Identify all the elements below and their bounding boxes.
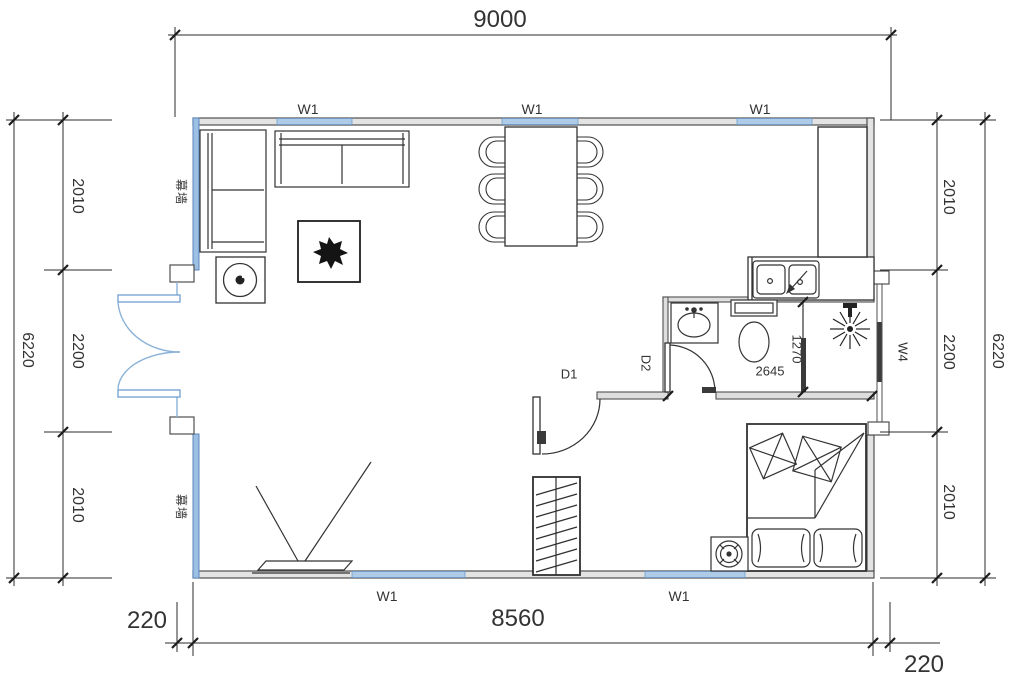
window-w1-strips: [276, 118, 813, 578]
entry-double-door: [117, 264, 195, 435]
dim-left-seg-top: 2010: [69, 178, 86, 214]
window-label-w1: W1: [749, 101, 771, 117]
kitchen-cabinet: [817, 126, 868, 258]
dim-right-seg-top: 2010: [940, 179, 957, 215]
window-label-w1: W1: [297, 101, 319, 117]
kitchen-sink: [752, 260, 820, 299]
door-label-d2: D2: [638, 354, 654, 372]
door-d2: [664, 342, 716, 393]
window-label-w1: W1: [668, 588, 690, 604]
dim-offset-left: 220: [126, 607, 168, 634]
toilet: [730, 299, 778, 363]
washbasin: [670, 302, 719, 344]
pillow: [813, 528, 863, 568]
dim-left-seg-mid: 2200: [69, 333, 86, 369]
dim-total-width: 9000: [473, 6, 527, 33]
plant-icon: [313, 237, 348, 269]
bed-cushion: [792, 435, 842, 483]
dim-left-total: 6220: [19, 332, 36, 368]
dim-right-seg-mid: 2200: [940, 334, 957, 370]
sofa-corner: [199, 129, 267, 253]
dim-bath-width: 2645: [755, 363, 785, 379]
dimension-ticks: [8, 29, 991, 649]
dim-offset-right: 220: [903, 651, 945, 678]
dim-inner-width: 8560: [491, 605, 545, 632]
curtain-wall: [192, 117, 200, 579]
shower-head: [830, 303, 870, 349]
fan-stool: [710, 536, 749, 572]
curtain-wall-label: 幕墙: [174, 493, 188, 521]
bed-cushion: [748, 432, 798, 480]
tv: [252, 461, 372, 574]
curtain-wall-label: 幕墙: [174, 178, 188, 206]
bed: [746, 423, 867, 572]
door-d1: [532, 396, 601, 455]
window-w4: [876, 284, 883, 422]
stairs: [532, 476, 581, 576]
sofa-main: [274, 130, 410, 188]
window-label-w1: W1: [376, 588, 398, 604]
dim-right-total: 6220: [989, 333, 1006, 369]
dim-right-seg-bot: 2010: [940, 484, 957, 520]
door-label-d1: D1: [560, 366, 578, 382]
dim-bath-depth: 1270: [789, 334, 805, 364]
dining-set: [478, 126, 604, 247]
window-label-w1: W1: [521, 101, 543, 117]
dim-left-seg-bot: 2010: [69, 487, 86, 523]
coffee-table: [297, 220, 361, 283]
window-label-w4: W4: [895, 342, 911, 362]
pillow: [751, 528, 811, 568]
washing-machine: [215, 256, 266, 304]
